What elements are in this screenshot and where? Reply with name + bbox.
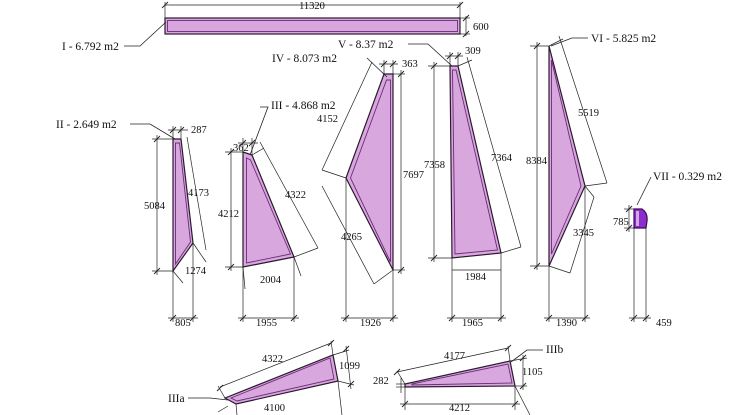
panel-VII-dimensions — [624, 205, 651, 322]
panel-VII-base-dim: 459 — [656, 318, 672, 329]
panel-II-right-dim: 4173 — [188, 188, 209, 199]
panel-IIIb-dimensions — [393, 344, 531, 415]
panel-II-leader — [130, 123, 176, 140]
panel-VI-left-dim: 8384 — [526, 156, 548, 167]
panel-V-right-dim: 7364 — [491, 153, 513, 164]
panel-I-dimensions — [161, 1, 470, 38]
panel-VII — [633, 208, 648, 229]
panel-IIIa-top-dim: 4322 — [262, 354, 283, 365]
panel-VI — [548, 45, 586, 267]
panel-I-length-dim: 11320 — [299, 1, 325, 12]
panel-III-right-dim: 4322 — [285, 190, 306, 201]
panel-V-base-dim: 1965 — [462, 318, 483, 329]
panel-II — [172, 138, 194, 273]
panel-IIIa-leader — [188, 397, 229, 401]
panel-I-label: I - 6.792 m2 — [62, 41, 119, 53]
panel-I-leader — [124, 21, 167, 47]
panel-IIIb-bottom-dim: 4212 — [449, 403, 470, 414]
panel-V-leader — [408, 43, 453, 67]
panel-III-left-dim: 4212 — [218, 209, 239, 220]
panel-IV-lower-left-dim: 4265 — [341, 232, 362, 243]
panel-VI-dimensions — [530, 35, 608, 322]
panel-IIIb-top-dim: 4177 — [444, 351, 465, 362]
panel-V-top-dim: 309 — [465, 46, 481, 57]
panel-II-top-dim: 287 — [191, 125, 207, 136]
panel-II-bottom-edge-dim: 1274 — [185, 266, 207, 277]
panel-II-dimensions — [152, 126, 207, 322]
panel-V-left-dim: 7358 — [424, 160, 445, 171]
panel-II-base-dim: 805 — [175, 318, 191, 329]
panel-VI-leader — [550, 37, 588, 47]
panel-III-base-dim: 1955 — [256, 318, 277, 329]
panel-III-label: III - 4.868 m2 — [271, 100, 336, 112]
panel-III — [242, 151, 295, 268]
panel-VI-base-dim: 1390 — [556, 318, 577, 329]
panel-IIIb-right-dim: 1105 — [522, 367, 543, 378]
panel-III-bottom-edge-dim: 2004 — [260, 275, 282, 286]
panel-IV-dimensions — [321, 60, 405, 322]
panel-IIIb-left-dim: 282 — [373, 376, 389, 387]
panel-III-dimensions — [225, 138, 319, 322]
panel-VI-label: VI - 5.825 m2 — [591, 33, 656, 45]
panel-I — [164, 17, 461, 35]
panel-IIIb-leader — [510, 349, 543, 363]
panel-VI-lower-right-dim: 3345 — [573, 228, 594, 239]
panel-II-left-dim: 5084 — [144, 201, 166, 212]
panel-IIIa-bottom-dim: 4100 — [264, 403, 285, 414]
panel-IIIa-right-dim: 1099 — [339, 361, 360, 372]
panel-IV-label: IV - 8.073 m2 — [272, 53, 337, 65]
panel-V-bottom-edge-dim: 1984 — [465, 272, 487, 283]
panel-II-label: II - 2.649 m2 — [56, 119, 117, 131]
panel-V-label: V - 8.37 m2 — [338, 39, 394, 51]
panel-IIIa-dimensions — [216, 339, 355, 415]
panel-IV-base-dim: 1926 — [360, 318, 381, 329]
panel-IV-upper-left-dim: 4152 — [317, 114, 338, 125]
panel-IV-right-dim: 7697 — [403, 170, 424, 181]
panel-VI-top-right-dim: 5519 — [578, 108, 599, 119]
panel-VII-height-dim: 785 — [613, 217, 629, 228]
panel-VII-label: VII - 0.329 m2 — [653, 171, 722, 183]
panel-I-height-dim: 600 — [473, 22, 489, 33]
panel-IIIb-label: IIIb — [546, 344, 563, 356]
panel-IIIb — [404, 360, 516, 388]
panel-IV-top-dim: 363 — [402, 59, 418, 70]
panel-IIIa-label: IIIa — [168, 393, 185, 405]
panel-VII-leader — [636, 176, 652, 206]
panel-IV-leader — [366, 57, 388, 78]
panel-III-leader — [249, 106, 269, 156]
panel-III-top-dim: 362 — [233, 143, 249, 154]
panel-V-dimensions — [428, 52, 522, 322]
